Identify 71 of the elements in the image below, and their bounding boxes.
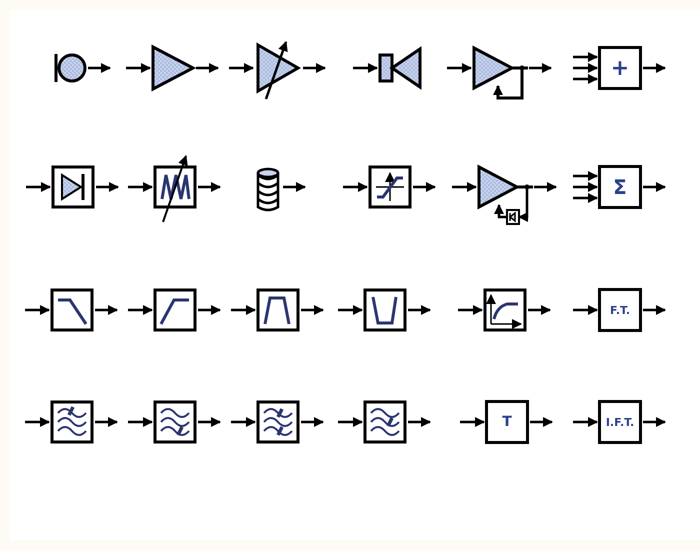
inverse-fourier-transform-block: I.F.T. <box>598 400 642 444</box>
arrow <box>353 63 378 73</box>
high-pass-filter-icon <box>153 288 197 332</box>
limiter-icon <box>368 165 412 209</box>
arrow <box>573 193 598 203</box>
step-response-icon <box>483 288 527 332</box>
arrow <box>529 63 552 73</box>
arrow <box>458 305 483 315</box>
arrow <box>128 182 153 192</box>
arrow <box>452 182 477 192</box>
arrow <box>198 305 221 315</box>
arrow <box>528 305 551 315</box>
arrow <box>25 417 50 427</box>
arrow <box>95 305 118 315</box>
arrow <box>128 417 153 427</box>
variable-filter-icon <box>153 152 197 222</box>
arrow <box>573 63 598 73</box>
arrow <box>413 182 436 192</box>
band-pass-filter-icon <box>256 288 300 332</box>
phase-shift-icon <box>363 400 407 444</box>
arrow <box>460 417 485 427</box>
arrow <box>196 63 219 73</box>
arrow <box>573 417 598 427</box>
arrow <box>303 63 326 73</box>
arrow <box>408 417 431 427</box>
arrow <box>534 182 557 192</box>
rectifier-icon <box>51 165 95 209</box>
arrow <box>573 74 598 84</box>
arrow <box>643 305 666 315</box>
arrow <box>643 63 666 73</box>
feedback-amplifier-icon <box>472 46 528 102</box>
delay-block: T <box>485 400 529 444</box>
arrow <box>447 63 472 73</box>
arrow <box>573 305 598 315</box>
phase-shift-icon <box>153 400 197 444</box>
arrow <box>573 52 598 62</box>
arrow <box>198 417 221 427</box>
arrow <box>573 182 598 192</box>
band-stop-filter-icon <box>363 288 407 332</box>
arrow <box>126 63 151 73</box>
arrow <box>301 417 324 427</box>
fourier-transform-block: F.T. <box>598 288 642 332</box>
arrow <box>283 182 306 192</box>
arrow <box>96 182 119 192</box>
sigma-block: Σ <box>598 165 642 209</box>
arrow <box>128 305 153 315</box>
arrow <box>573 171 598 181</box>
arrow <box>88 63 111 73</box>
arrow <box>338 417 363 427</box>
arrow <box>643 417 666 427</box>
arrow <box>231 305 256 315</box>
arrow <box>229 63 254 73</box>
amplifier-icon <box>151 45 195 91</box>
arrow <box>26 182 51 192</box>
phase-shift-icon <box>256 400 300 444</box>
arrow <box>338 305 363 315</box>
arrow <box>343 182 368 192</box>
arrow <box>95 417 118 427</box>
coil-icon <box>254 167 282 213</box>
arrow <box>301 305 324 315</box>
phase-shift-icon <box>50 400 94 444</box>
arrow <box>408 305 431 315</box>
arrow <box>530 417 553 427</box>
arrow <box>25 305 50 315</box>
arrow <box>643 182 666 192</box>
summing-block: + <box>598 46 642 90</box>
arrow <box>231 417 256 427</box>
loudspeaker-icon <box>378 46 422 90</box>
microphone-icon <box>53 51 87 85</box>
low-pass-filter-icon <box>50 288 94 332</box>
arrow <box>198 182 221 192</box>
